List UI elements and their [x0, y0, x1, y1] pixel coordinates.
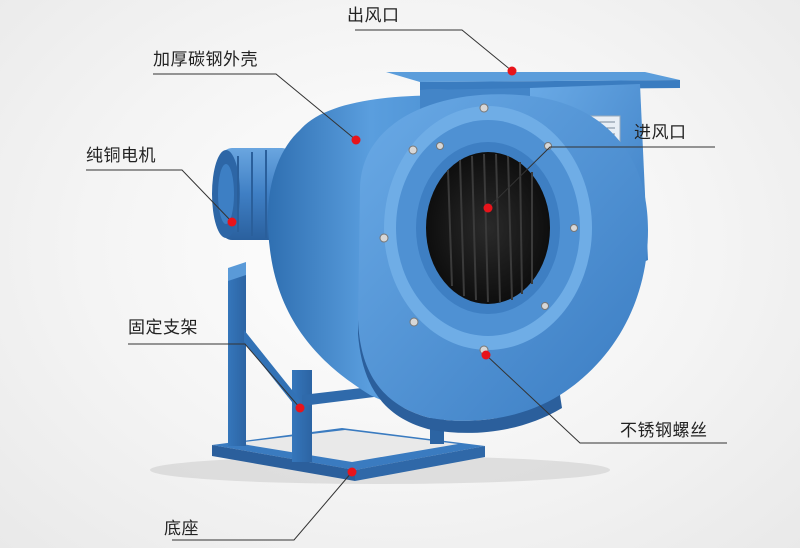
label-screws: 不锈钢螺丝 — [620, 421, 708, 441]
label-casing: 加厚碳钢外壳 — [153, 50, 258, 70]
callout-markers — [227, 66, 517, 477]
impeller — [447, 153, 533, 303]
marker-screws — [481, 350, 491, 360]
flange-bolts — [379, 103, 578, 355]
label-base: 底座 — [164, 519, 199, 539]
marker-motor — [227, 217, 237, 227]
label-inlet: 进风口 — [634, 123, 687, 143]
marker-base — [347, 467, 357, 477]
label-bracket: 固定支架 — [128, 318, 198, 338]
label-outlet: 出风口 — [347, 6, 400, 26]
inlet-flange — [384, 106, 592, 350]
marker-bracket — [295, 403, 305, 413]
marker-outlet — [507, 66, 517, 76]
marker-inlet — [483, 203, 493, 213]
callout-lines — [86, 29, 727, 541]
marker-casing — [351, 135, 361, 145]
label-motor: 纯铜电机 — [86, 146, 156, 166]
base-frame — [212, 428, 485, 481]
